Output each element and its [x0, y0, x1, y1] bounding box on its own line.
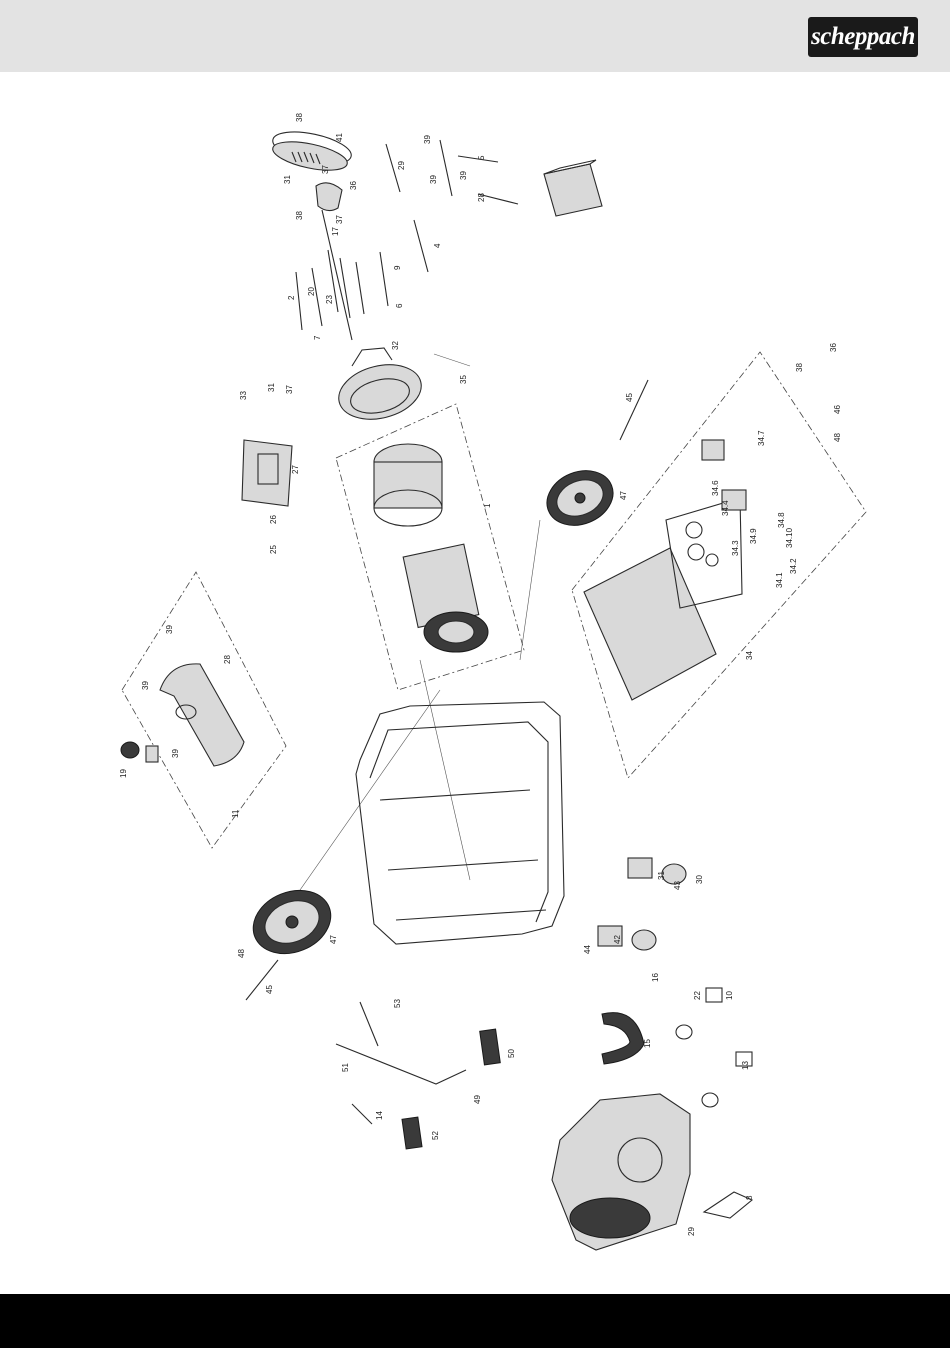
control-panel-group-boundary — [572, 352, 866, 778]
part-callout: 34.9 — [749, 528, 758, 544]
part-callout: 33 — [239, 391, 248, 400]
part-callout: 53 — [393, 999, 402, 1008]
part-callout: 34 — [745, 651, 754, 660]
fuel-tank — [121, 664, 244, 766]
alternator-housing — [333, 348, 427, 427]
part-callout: 29 — [397, 161, 406, 170]
side-bracket-27 — [242, 440, 292, 506]
handle — [336, 1002, 500, 1149]
part-callout: 34.4 — [721, 500, 730, 516]
part-callout: 28 — [223, 655, 232, 664]
part-callout: 42 — [613, 935, 622, 944]
part-callout: 29 — [687, 1227, 696, 1236]
part-callout: 4 — [433, 243, 442, 248]
part-callout: 17 — [331, 227, 340, 236]
battery-box — [544, 160, 602, 216]
mounts — [598, 858, 686, 950]
part-callout: 37 — [335, 215, 344, 224]
part-callout: 14 — [375, 1111, 384, 1120]
part-callout: 25 — [269, 545, 278, 554]
part-callout: 26 — [269, 515, 278, 524]
page-footer — [0, 1294, 950, 1348]
part-callout: 34.7 — [757, 430, 766, 446]
part-callout: 35 — [459, 375, 468, 384]
part-callout: 34.3 — [731, 540, 740, 556]
part-callout: 48 — [237, 949, 246, 958]
part-callout: 39 — [459, 171, 468, 180]
part-callout: 39 — [429, 175, 438, 184]
part-callout: 15 — [643, 1039, 652, 1048]
small-brackets — [676, 988, 752, 1107]
part-callout: 6 — [395, 303, 404, 308]
part-callout: 48 — [833, 433, 842, 442]
part-callout: 39 — [171, 749, 180, 758]
frame — [356, 702, 564, 944]
part-callout: 5 — [477, 155, 486, 160]
page-header: scheppach — [0, 0, 950, 72]
part-callout: 8 — [745, 1195, 754, 1200]
part-callout: 34.8 — [777, 512, 786, 528]
part-callout: 7 — [313, 335, 322, 340]
part-callout: 52 — [431, 1131, 440, 1140]
part-callout: 39 — [165, 625, 174, 634]
rotor — [403, 544, 488, 652]
axle-upper — [620, 380, 648, 440]
part-callout: 34.10 — [785, 527, 794, 548]
part-callout: 36 — [349, 181, 358, 190]
part-callout: 13 — [741, 1061, 750, 1070]
part-callout: 45 — [265, 985, 274, 994]
part-callout: 50 — [507, 1049, 516, 1058]
part-callout: 31 — [267, 383, 276, 392]
part-callout: 34.2 — [789, 558, 798, 574]
part-callout: 38 — [795, 363, 804, 372]
part-callout: 30 — [695, 875, 704, 884]
part-callout: 39 — [141, 681, 150, 690]
wheel-lower — [244, 879, 341, 965]
stator — [374, 444, 442, 526]
part-callout: 22 — [693, 991, 702, 1000]
part-callout: 51 — [341, 1063, 350, 1072]
part-callout: 36 — [829, 343, 838, 352]
part-callout: 49 — [473, 1095, 482, 1104]
part-callout: 47 — [619, 491, 628, 500]
part-callout: 39 — [423, 135, 432, 144]
part-callout: 41 — [335, 133, 344, 142]
part-callout: 11 — [231, 809, 240, 818]
hose-clamp — [602, 1013, 644, 1064]
part-callout: 32 — [391, 341, 400, 350]
part-callout: 20 — [307, 287, 316, 296]
part-callout: 28 — [477, 193, 486, 202]
part-callout: 45 — [625, 393, 634, 402]
part-callout: 43 — [673, 881, 682, 890]
part-callout: 47 — [329, 935, 338, 944]
part-callout: 9 — [393, 265, 402, 270]
part-callout: 37 — [285, 385, 294, 394]
part-callout: 34.1 — [775, 572, 784, 588]
part-callout: 27 — [291, 465, 300, 474]
part-callout: 1 — [483, 503, 492, 508]
part-callout: 31 — [657, 871, 666, 880]
part-callout: 37 — [321, 165, 330, 174]
alternator-group-boundary — [336, 404, 524, 690]
part-callout: 38 — [295, 211, 304, 220]
part-callout: 38 — [295, 113, 304, 122]
cable-parts — [386, 140, 518, 272]
part-callout: 34.6 — [711, 480, 720, 496]
part-callout: 23 — [325, 295, 334, 304]
part-callout: 2 — [287, 295, 296, 300]
engine — [552, 1094, 690, 1250]
scheppach-logo: scheppach — [808, 17, 918, 57]
part-callout: 19 — [119, 769, 128, 778]
part-callout: 10 — [725, 991, 734, 1000]
part-callout: 44 — [583, 945, 592, 954]
bracket-36 — [316, 183, 342, 211]
part-callout: 16 — [651, 973, 660, 982]
part-callout: 46 — [833, 405, 842, 414]
wheel-upper — [539, 461, 622, 535]
part-callout: 31 — [283, 175, 292, 184]
